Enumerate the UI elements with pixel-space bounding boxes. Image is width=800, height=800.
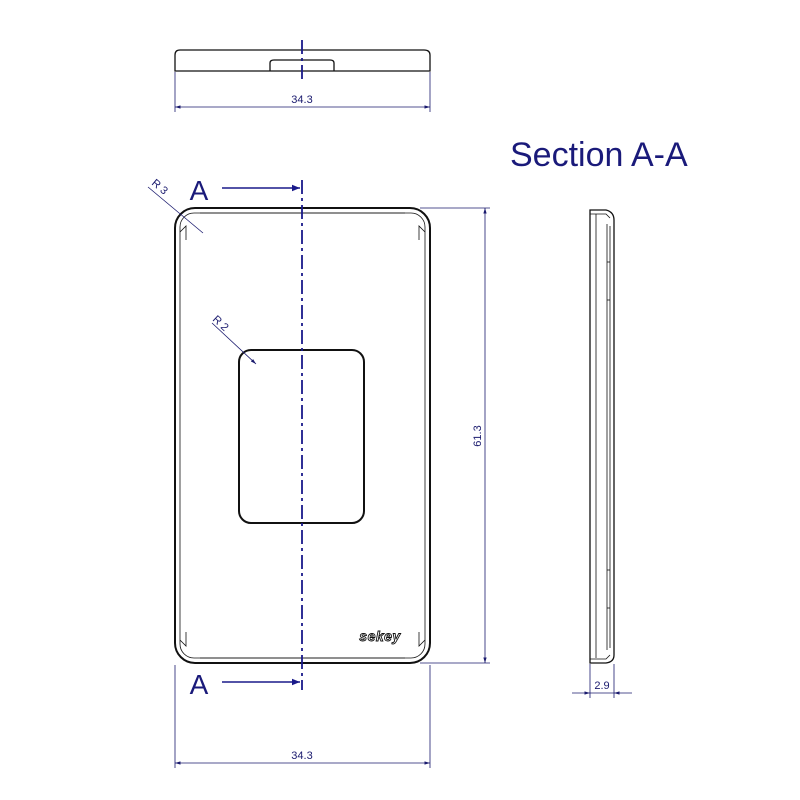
section-letter-top: A xyxy=(190,175,209,206)
section-view xyxy=(589,209,615,664)
window-radius-label: R 2 xyxy=(210,313,231,333)
thickness-dimension: 2.9 xyxy=(572,664,632,698)
bottom-width-label: 34.3 xyxy=(291,750,312,762)
top-width-dimension: 34.3 xyxy=(174,72,431,112)
height-dimension: 61.3 xyxy=(420,207,490,664)
window-radius-callout: R 2 xyxy=(210,313,257,365)
section-outline xyxy=(589,209,615,664)
thickness-label: 2.9 xyxy=(594,680,609,692)
brand-logo: sekey xyxy=(359,628,401,644)
front-view: sekey xyxy=(174,180,431,690)
corner-radius-label: R 3 xyxy=(149,177,170,197)
height-label: 61.3 xyxy=(472,425,484,446)
top-view-outline xyxy=(174,49,431,72)
top-width-label: 34.3 xyxy=(291,94,312,106)
section-marker-top: A xyxy=(190,175,300,206)
section-title: Section A-A xyxy=(510,136,688,174)
top-view xyxy=(174,40,431,80)
section-marker-bottom: A xyxy=(190,669,300,700)
section-letter-bottom: A xyxy=(190,669,209,700)
bottom-width-dimension: 34.3 xyxy=(174,665,431,768)
